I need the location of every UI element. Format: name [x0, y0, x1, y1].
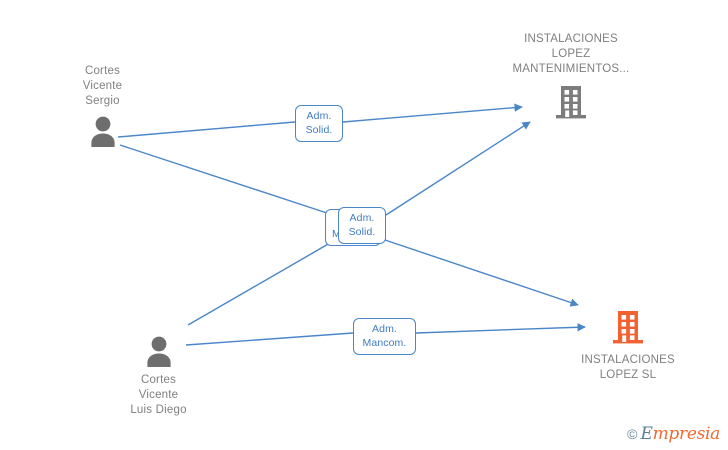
- edge-label-p1-c2[interactable]: Adm. Solid.: [338, 207, 386, 244]
- node-company-2[interactable]: INSTALACIONES LOPEZ SL: [553, 310, 703, 383]
- node-person-2-label: Cortes Vicente Luis Diego: [130, 374, 187, 416]
- edge-label-p1-c1[interactable]: Adm. Solid.: [295, 105, 343, 142]
- brand-name: Empresia: [640, 424, 720, 444]
- building-icon: [613, 311, 643, 344]
- person-icon: [146, 336, 171, 367]
- node-person-1-label: Cortes Vicente Sergio: [82, 65, 123, 107]
- node-company-1-label: INSTALACIONES LOPEZ MANTENIMIENTOS...: [512, 33, 630, 75]
- node-company-2-label: INSTALACIONES LOPEZ SL: [581, 354, 675, 381]
- building-icon: [556, 86, 586, 119]
- node-person-1[interactable]: Cortes Vicente Sergio: [60, 64, 145, 147]
- brand-rest: mpresia: [652, 424, 721, 444]
- person-icon: [90, 116, 115, 147]
- edge-p2-c1: [187, 121, 531, 326]
- brand-initial: E: [640, 424, 653, 444]
- edge-p1-c1: [117, 103, 523, 138]
- copyright-icon: ©: [627, 426, 638, 442]
- watermark: © Empresia: [627, 424, 720, 444]
- edge-p1-c2: [119, 144, 579, 307]
- edge-label-p2-c2[interactable]: Adm. Mancom.: [353, 318, 416, 355]
- node-company-1[interactable]: INSTALACIONES LOPEZ MANTENIMIENTOS...: [490, 32, 652, 121]
- node-person-2[interactable]: Cortes Vicente Luis Diego: [116, 335, 201, 418]
- edge-p2-c2: [185, 323, 586, 346]
